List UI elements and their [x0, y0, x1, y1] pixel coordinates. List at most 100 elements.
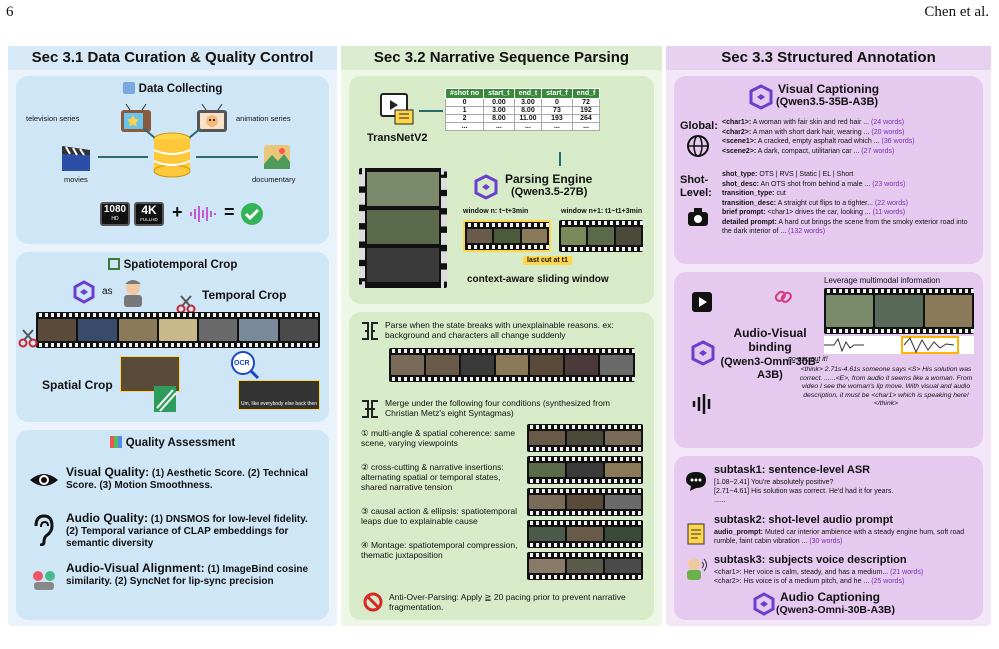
- resolution-hd: HD: [111, 216, 119, 222]
- arrow: [419, 110, 443, 112]
- voice-text: <char1>: Her voice is calm, steady, and …: [714, 569, 891, 576]
- annotation-line: <char2>: A man with short dark hair, wea…: [722, 128, 978, 138]
- data-collecting-icon: [122, 82, 135, 94]
- audio-prompt-key: audio_prompt:: [714, 529, 763, 536]
- documentary-label: documentary: [252, 175, 296, 184]
- voice-text: <char2>: His voice is of a medium pitch,…: [714, 578, 872, 585]
- table-cell: 0: [444, 98, 485, 107]
- table-header: start_t: [483, 88, 515, 99]
- annotation-key: <char2>:: [722, 128, 752, 136]
- tv-label: television series: [26, 114, 80, 123]
- annotation-value: An OTS shot from behind a male ...: [758, 180, 873, 188]
- table-cell: 3.00: [513, 98, 543, 107]
- leverage-label: Leverage multimodal information: [824, 276, 941, 285]
- annotation-key: <scene1>:: [722, 138, 757, 145]
- table-header: end_f: [571, 88, 601, 99]
- card-title: Spatiotemporal Crop: [123, 259, 238, 271]
- annotation-key: transition_desc:: [722, 199, 777, 207]
- film-strip: [527, 488, 643, 516]
- scissors-icon: [176, 294, 196, 314]
- table-cell: 8.00: [513, 106, 543, 115]
- parse-rules-card: Parse when the state breaks with unexpla…: [349, 312, 654, 620]
- voice-line-2: <char2>: His voice is of a medium pitch,…: [714, 577, 976, 586]
- ocr-label: OCR: [234, 360, 250, 367]
- table-header: end_t: [513, 88, 543, 99]
- film-strip: [527, 424, 643, 452]
- condition-3: ③ causal action & ellipsis: spatiotempor…: [361, 506, 517, 526]
- annotation-value: A woman with fair skin and red hair ...: [751, 119, 872, 126]
- table-cell: 2: [444, 114, 485, 123]
- annotation-line: detailed prompt: A hard cut brings the s…: [722, 218, 978, 237]
- animation-label: animation series: [236, 114, 291, 123]
- annotation-line: <scene1>: A cracked, empty asphalt road …: [722, 137, 978, 147]
- asr-line-3: ......: [714, 497, 726, 504]
- table-cell: 192: [571, 106, 601, 115]
- film-strip: [527, 552, 643, 580]
- resolution-4k: 4K: [141, 203, 157, 217]
- sliding-window-label: context-aware sliding window: [467, 274, 609, 285]
- annotation-key: <char1>:: [722, 119, 752, 126]
- last-cut-badge: last cut at t1: [523, 256, 572, 265]
- word-count: (132 words): [788, 228, 826, 235]
- table-row: ...............: [444, 122, 601, 131]
- section-3-1-panel: Sec 3.1 Data Curation & Quality Control …: [8, 46, 337, 626]
- annotation-key: detailed prompt:: [722, 218, 777, 226]
- resolution-fullhd: FULLHD: [140, 217, 158, 222]
- annotation-value: A hard cut brings the scene from the smo…: [722, 218, 968, 236]
- table-cell: ...: [483, 122, 515, 131]
- shot-list: shot_type: OTS | RVS | Static | EL | Sho…: [722, 170, 978, 237]
- subtitle-frame: Um, like everybody else back then: [238, 380, 320, 410]
- table-cell: 264: [571, 114, 601, 123]
- table-cell: 0.00: [483, 98, 515, 107]
- parsing-engine-model: (Qwen3.5-27B): [511, 186, 588, 198]
- subtask1-title: subtask1: sentence-level ASR: [714, 464, 871, 476]
- window-n1-film: [559, 220, 643, 252]
- voice-line-1: <char1>: Her voice is calm, steady, and …: [714, 568, 976, 577]
- think-text: <think> 2.71s-4.61s someone says <S> His…: [799, 366, 973, 408]
- audio-quality-heading: Audio Quality:: [66, 511, 148, 525]
- word-count: (23 words): [872, 180, 906, 188]
- word-count: (11 words): [872, 209, 906, 216]
- data-collecting-card: Data Collecting television series animat…: [16, 76, 329, 244]
- annotation-line: transition_desc: A straight cut flips to…: [722, 199, 978, 209]
- shot-detection-card: TransNetV2 #shot no start_t end_t start_…: [349, 76, 654, 304]
- hd-badge: 1080 HD: [100, 202, 130, 226]
- condition-2: ② cross-cutting & narrative insertions: …: [361, 462, 504, 492]
- asr-line-2: [2.71~4.61] His solution was correct. He…: [714, 488, 894, 495]
- annotation-value: OTS | RVS | Static | EL | Short: [757, 171, 854, 178]
- section-3-3-panel: Sec 3.3 Structured Annotation Visual Cap…: [666, 46, 991, 626]
- transnet-label: TransNetV2: [367, 132, 428, 144]
- anti-over-parsing-text: Anti-Over-Parsing: Apply ≧ 20 pacing pri…: [389, 592, 626, 612]
- chart-icon: [109, 436, 122, 448]
- window-n1-label: window n+1: t1~t1+3min: [561, 208, 643, 215]
- check-icon: [240, 202, 264, 226]
- table-cell: 73: [541, 106, 573, 115]
- scissors-icon: [18, 328, 38, 348]
- word-count: (24 words): [871, 119, 905, 126]
- merge-icon: [359, 398, 381, 420]
- global-label: Global:: [680, 120, 718, 132]
- camera-icon: [686, 206, 710, 228]
- visual-captioning-card: Visual Captioning (Qwen3.5-35B-A3B) Glob…: [674, 76, 983, 264]
- qwen-logo-icon: [752, 592, 776, 616]
- audio-waveform-icon: [188, 204, 218, 224]
- crop-icon: [107, 258, 120, 270]
- av-binding-title: Audio-Visual binding: [733, 326, 807, 354]
- table-cell: 3.00: [483, 106, 515, 115]
- condition-1: ① multi-angle & spatial coherence: same …: [361, 428, 516, 448]
- visual-captioning-model: (Qwen3.5-35B-A3B): [776, 96, 879, 108]
- film-strip: [389, 348, 635, 382]
- movies-label: movies: [64, 175, 88, 184]
- vertical-film-strip: [359, 168, 447, 288]
- table-header: #shot no: [444, 88, 485, 99]
- annotation-key: shot_desc:: [722, 180, 759, 188]
- condition-4: ④ Montage: spatiotemporal compression, t…: [361, 540, 518, 560]
- annotation-line: shot_type: OTS | RVS | Static | EL | Sho…: [722, 170, 978, 180]
- resolution-1080: 1080: [103, 204, 127, 215]
- card-title: Quality Assessment: [125, 437, 236, 449]
- table-cell: 72: [571, 98, 601, 107]
- annotation-value: A straight cut flips to a tighter...: [776, 199, 875, 207]
- annotation-line: <scene2>: A dark, compact, utilitarian c…: [722, 147, 978, 157]
